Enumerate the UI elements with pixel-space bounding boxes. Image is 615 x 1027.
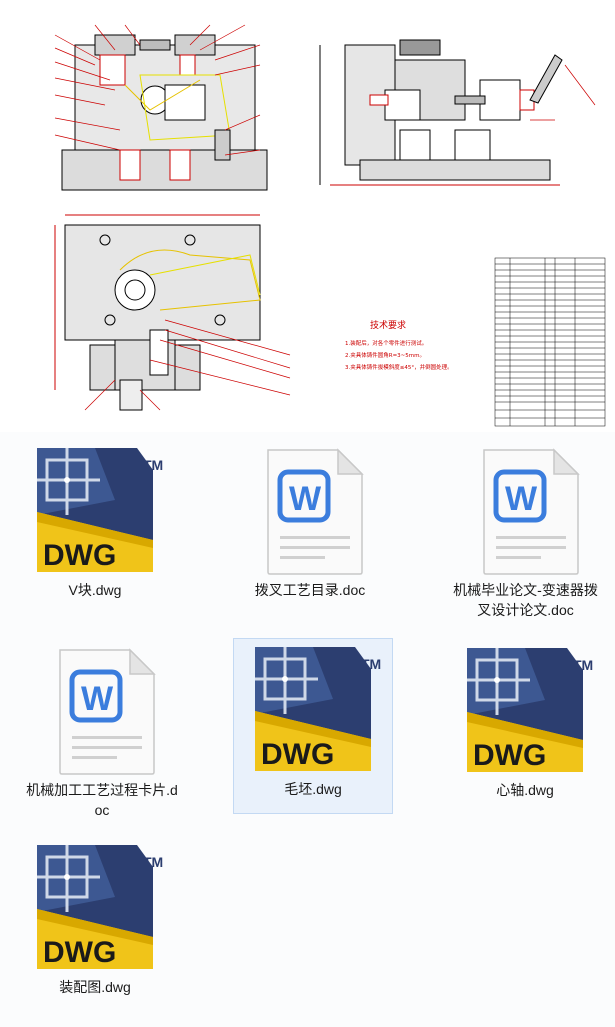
- file-name: V块.dwg: [68, 582, 122, 598]
- side-view: [319, 39, 563, 186]
- dwg-icon: DWG TM: [243, 639, 383, 779]
- cad-drawing: 技术要求 1.装配后，对各个零件进行测试。 2.夹具体铸件圆角R=3~5mm。 …: [54, 24, 606, 427]
- file-item[interactable]: W 拨叉工艺目录.doc: [230, 440, 390, 600]
- dwg-text: DWG: [43, 936, 116, 969]
- drawing-preview: 技术要求 1.装配后，对各个零件进行测试。 2.夹具体铸件圆角R=3~5mm。 …: [0, 0, 615, 432]
- note-2: 2.夹具体铸件圆角R=3~5mm。: [345, 351, 425, 359]
- file-name: 机械加工工艺过程卡片.doc: [26, 782, 178, 818]
- dwg-icon: DWG TM: [25, 440, 165, 580]
- parts-list-table: [494, 257, 606, 427]
- file-name: 毛坯.dwg: [284, 781, 342, 797]
- note-3: 3.夹具体铸件拔模斜度≤45°，并倒圆处理。: [345, 363, 453, 371]
- front-view: [61, 34, 268, 191]
- dwg-text: DWG: [261, 738, 334, 771]
- tm-mark: TM: [143, 854, 163, 870]
- tm-mark: TM: [573, 657, 593, 673]
- file-name: 机械毕业论文-变速器拨叉设计论文.doc: [453, 582, 598, 618]
- file-name: 拨叉工艺目录.doc: [254, 582, 366, 598]
- top-view-leaders: [84, 319, 291, 411]
- top-view: [54, 214, 261, 411]
- file-item[interactable]: W 机械毕业论文-变速器拨叉设计论文.doc: [443, 440, 608, 620]
- technical-notes: 技术要求 1.装配后，对各个零件进行测试。 2.夹具体铸件圆角R=3~5mm。 …: [345, 319, 453, 371]
- side-view-leaders: [530, 64, 596, 121]
- tm-mark: TM: [143, 457, 163, 473]
- file-item[interactable]: DWG TM V块.dwg: [15, 440, 175, 600]
- front-view-leaders: [54, 24, 261, 156]
- dwg-icon: DWG TM: [455, 640, 595, 780]
- file-name: 装配图.dwg: [59, 979, 131, 995]
- file-item-selected[interactable]: DWG TM 毛坯.dwg: [233, 638, 393, 814]
- dwg-text: DWG: [473, 739, 546, 772]
- file-item[interactable]: DWG TM 心轴.dwg: [445, 640, 605, 800]
- dwg-icon: DWG TM: [25, 837, 165, 977]
- notes-title: 技术要求: [370, 319, 406, 331]
- note-1: 1.装配后，对各个零件进行测试。: [345, 339, 427, 347]
- word-letter: W: [81, 680, 114, 718]
- word-icon: W: [32, 640, 172, 780]
- file-item[interactable]: W 机械加工工艺过程卡片.doc: [22, 640, 182, 820]
- word-icon: W: [456, 440, 596, 580]
- word-icon: W: [240, 440, 380, 580]
- word-letter: W: [505, 480, 538, 518]
- dwg-text: DWG: [43, 539, 116, 572]
- word-letter: W: [289, 480, 322, 518]
- file-grid: DWG TM V块.dwg W 拨叉工艺目录.doc: [0, 432, 615, 1027]
- tm-mark: TM: [361, 656, 381, 672]
- file-item[interactable]: DWG TM 装配图.dwg: [15, 837, 175, 997]
- file-name: 心轴.dwg: [496, 782, 554, 798]
